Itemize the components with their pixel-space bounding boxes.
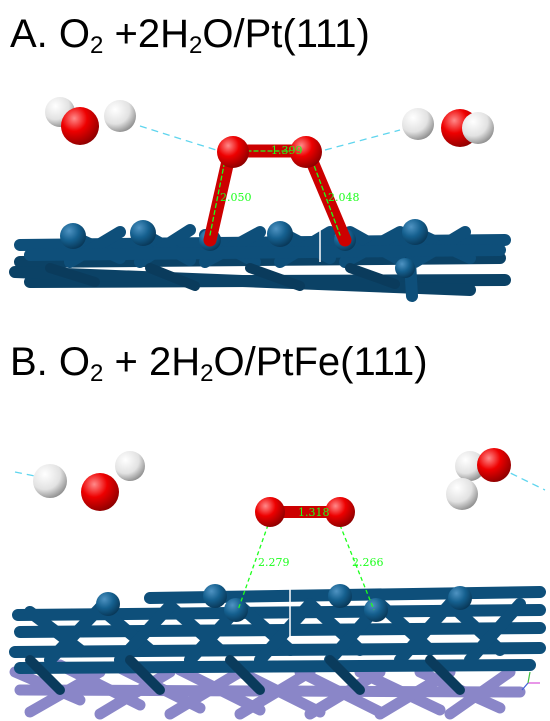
pt-atoms-b: [96, 584, 472, 622]
pt-slab-a: [9, 224, 511, 302]
right-distance-label-a: 2.048: [328, 191, 360, 204]
panel-a-structure: 1.399 2.050 2.048: [9, 97, 511, 302]
water-molecule-a-left: [45, 97, 136, 145]
oxygen-atom-b-right: [325, 497, 355, 527]
pt-slab-b: [9, 586, 546, 674]
panel-a-title: A. O2 +2H2O/Pt(111): [10, 12, 370, 59]
left-distance-label-a: 2.050: [220, 191, 252, 204]
oxygen-atom-b-left: [255, 497, 285, 527]
panel-b-structure: 1.318 2.279 2.266: [9, 448, 546, 720]
water-molecule-a-right: [402, 108, 494, 147]
water-molecule-b-left: [33, 451, 145, 511]
right-distance-label-b: 2.266: [352, 556, 384, 569]
pt-slab-b-lower: [25, 655, 465, 695]
oxygen-atom-a-right: [290, 136, 322, 168]
water-molecule-b-right: [446, 448, 511, 510]
left-distance-label-b: 2.279: [258, 556, 290, 569]
oxygen-atom-a-left: [217, 136, 249, 168]
panel-b-title: B. O2 + 2H2O/PtFe(111): [10, 340, 428, 387]
oo-distance-label-b: 1.318: [298, 506, 330, 519]
hbond-lines-a: [139, 125, 401, 151]
oo-distance-label-a: 1.399: [271, 144, 303, 157]
pt-atoms-a: [60, 219, 428, 278]
axis-triad: [521, 671, 540, 691]
